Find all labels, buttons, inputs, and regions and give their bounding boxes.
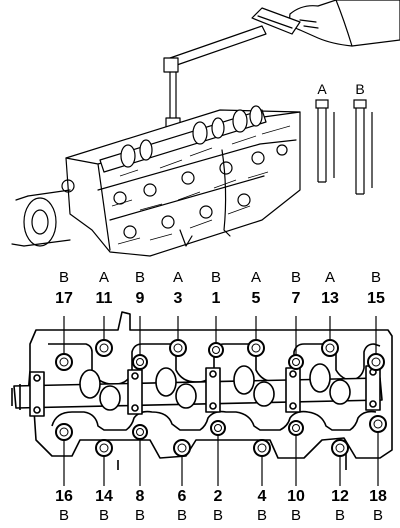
bottom-type-14: B: [98, 507, 110, 524]
top-number-13: 13: [321, 290, 339, 307]
bottom-number-6: 6: [177, 488, 187, 505]
bottom-number-12: 12: [331, 488, 349, 505]
top-number-1: 1: [211, 290, 221, 307]
bolt-b-icon: [353, 99, 373, 195]
top-number-9: 9: [135, 290, 145, 307]
top-type-7: B: [290, 269, 302, 286]
cylinder-head-icon: [11, 105, 301, 257]
bolt-a-icon: [315, 99, 335, 183]
bottom-type-6: B: [176, 507, 188, 524]
bottom-number-14: 14: [95, 488, 113, 505]
bottom-number-18: 18: [369, 488, 387, 505]
top-number-5: 5: [251, 290, 261, 307]
bottom-type-8: B: [134, 507, 146, 524]
top-number-17: 17: [55, 290, 73, 307]
hand-icon: [287, 0, 400, 47]
top-type-11: A: [98, 269, 110, 286]
top-number-11: 11: [95, 290, 113, 307]
top-number-3: 3: [173, 290, 183, 307]
bottom-type-16: B: [58, 507, 70, 524]
bottom-number-16: 16: [55, 488, 73, 505]
bottom-number-2: 2: [213, 488, 223, 505]
bottom-type-18: B: [372, 507, 384, 524]
top-type-3: A: [172, 269, 184, 286]
top-type-13: A: [324, 269, 336, 286]
top-number-7: 7: [291, 290, 301, 307]
top-number-15: 15: [367, 290, 385, 307]
bottom-number-8: 8: [135, 488, 145, 505]
top-type-5: A: [250, 269, 262, 286]
top-type-17: B: [58, 269, 70, 286]
engine-head-illustration: [11, 0, 400, 257]
top-type-1: B: [210, 269, 222, 286]
bottom-type-10: B: [290, 507, 302, 524]
top-type-9: B: [134, 269, 146, 286]
top-type-15: B: [370, 269, 382, 286]
bottom-number-4: 4: [257, 488, 267, 505]
bolt-a-label: A: [317, 81, 327, 97]
bottom-type-2: B: [212, 507, 224, 524]
bottom-type-12: B: [334, 507, 346, 524]
bolt-b-label: B: [355, 81, 365, 97]
bottom-type-4: B: [256, 507, 268, 524]
bottom-number-10: 10: [287, 488, 305, 505]
